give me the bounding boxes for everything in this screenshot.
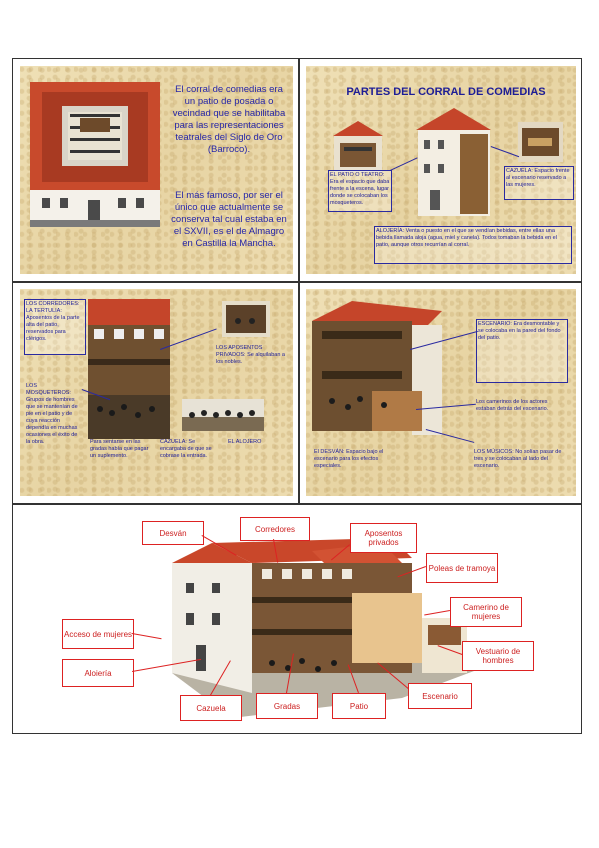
corral-aerial-image [30, 82, 160, 227]
note-mosqueteros: LOS MOSQUETEROS: Grupos de hombres que s… [26, 383, 78, 445]
cazuela-image [518, 122, 563, 162]
note-cazuela: CAZUELA: Espacio frente al escenario res… [506, 168, 570, 188]
note-alojeria: ALOJERÍA: Venta o puesto en el que se ve… [376, 228, 557, 248]
note-box-patio [328, 170, 392, 212]
label-desvan: Desván [142, 521, 204, 545]
page-sheet [12, 58, 582, 734]
label-escenario: Escenario [408, 683, 472, 709]
note-tertulia: LOS CORREDORES: LA TERTULIA: Aposentos d… [26, 301, 80, 342]
pointer-line-2 [490, 146, 520, 158]
label-acceso: Acceso de mujeres [62, 619, 134, 649]
note-gradas: Para sentarse en las gradas había que pa… [90, 439, 149, 459]
note-escenario: ESCENARIO: Era desmontable y se colocaba… [478, 321, 561, 341]
label-cazuela: Cazuela [180, 695, 242, 721]
divider-horizontal-1 [12, 281, 582, 283]
corral-facade-image [416, 108, 491, 216]
stage-cutaway-image [312, 301, 442, 435]
corral-interior-image [88, 299, 170, 439]
note-alojero: EL ALOJERO [228, 439, 262, 445]
note-box-alojeria [374, 226, 572, 264]
label-gradas: Gradas [256, 693, 318, 719]
note-aposentos: LOS APOSENTOS PRIVADOS: Se alquilaban a … [216, 345, 285, 365]
intro-paragraph-2: El más famoso, por ser el único que actu… [171, 190, 287, 249]
label-corredores: Corredores [240, 517, 310, 541]
slide-intro: El corral de comedias era un patio de po… [20, 66, 293, 274]
divider-horizontal-2 [12, 503, 582, 505]
label-vestuario: Vestuario de hombres [462, 641, 534, 671]
slide-people: LOS CORREDORES: LA TERTULIA: Aposentos d… [20, 289, 293, 496]
label-aposentos: Aposentos privados [350, 523, 417, 553]
label-poleas: Poleas de tramoya [426, 553, 498, 583]
label-camerino: Camerino de mujeres [450, 597, 522, 627]
slide-parts: PARTES DEL CORRAL DE COMEDIAS EL PATIO O… [306, 66, 576, 274]
pointer-line-1 [390, 157, 418, 171]
note-box-tertulia [24, 299, 86, 355]
corral-cutaway-small [333, 121, 383, 172]
label-aloieria: Aloiería [62, 659, 134, 687]
slide-stage: ESCENARIO: Era desmontable y se colocaba… [306, 289, 576, 496]
note-box-escenario [476, 319, 568, 383]
corral-3d-model [172, 538, 482, 718]
private-box-image [222, 301, 270, 337]
note-patio: EL PATIO O TEATRO: Era el espacio que da… [330, 172, 390, 206]
labeled-diagram: Desván Corredores Aposentos privados Pol… [62, 515, 535, 725]
label-patio: Patio [332, 693, 386, 719]
intro-paragraph-1: El corral de comedias era un patio de po… [172, 84, 286, 155]
slide-title: PARTES DEL CORRAL DE COMEDIAS [346, 86, 546, 98]
note-desvan: El DESVÁN: Espacio bajo el escenario par… [314, 449, 384, 469]
note-musicos: LOS MÚSICOS: No solían pasar de tres y s… [474, 449, 562, 469]
note-camerinos: Los camerinos de los actores estaban det… [476, 399, 549, 412]
note-box-cazuela [504, 166, 574, 200]
audience-strip-image [182, 399, 264, 431]
note-cazuela-entrada: CAZUELA: Se encargaba de que se cobrase … [160, 439, 212, 459]
